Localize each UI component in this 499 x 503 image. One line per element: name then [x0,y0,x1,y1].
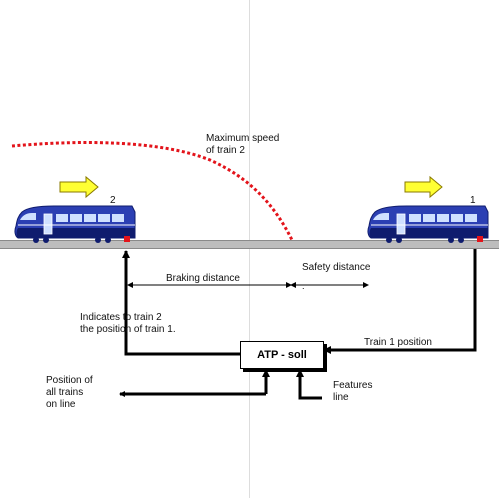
right-arrow-icon [404,175,443,199]
indicates-line-2: the position of train 1. [80,324,176,335]
atp-soll-box: ATP - soll [240,341,324,369]
features-line-1: Features [333,380,373,391]
atp-soll-label: ATP - soll [257,349,307,361]
braking-distance-label: Braking distance [166,273,240,284]
right-arrow-icon [59,175,99,199]
train1-number: 1 [470,195,476,206]
position-all-trains-line-2: all trains [46,387,84,398]
features-line-arrow [296,369,322,400]
features-label: Features line [333,380,372,404]
indicates-line-1: Indicates to train 2 [80,312,162,323]
safety-distance-label: Safety distance [302,262,371,273]
indicates-label: Indicates to train 2 the position of tra… [80,312,176,336]
position-all-trains-line-3: on line [46,399,76,410]
train-icon [367,205,489,243]
max-speed-line-1: Maximum speed [206,133,280,144]
train2-number: 2 [110,195,116,206]
features-line-2: line [333,392,349,403]
train1-position-line [323,249,477,354]
position-all-trains-label: Position of all trains on line [46,375,93,411]
train1-position-label: Train 1 position [364,337,432,348]
indication-line [122,250,240,356]
track [0,240,499,249]
max-speed-label: Maximum speed of train 2 [206,133,279,157]
position-all-trains-line-1: Position of [46,375,93,386]
max-speed-line-2: of train 2 [206,145,245,156]
safety-distance-dot: . [302,281,305,291]
speed-curve [11,141,295,243]
train-icon [14,205,136,243]
